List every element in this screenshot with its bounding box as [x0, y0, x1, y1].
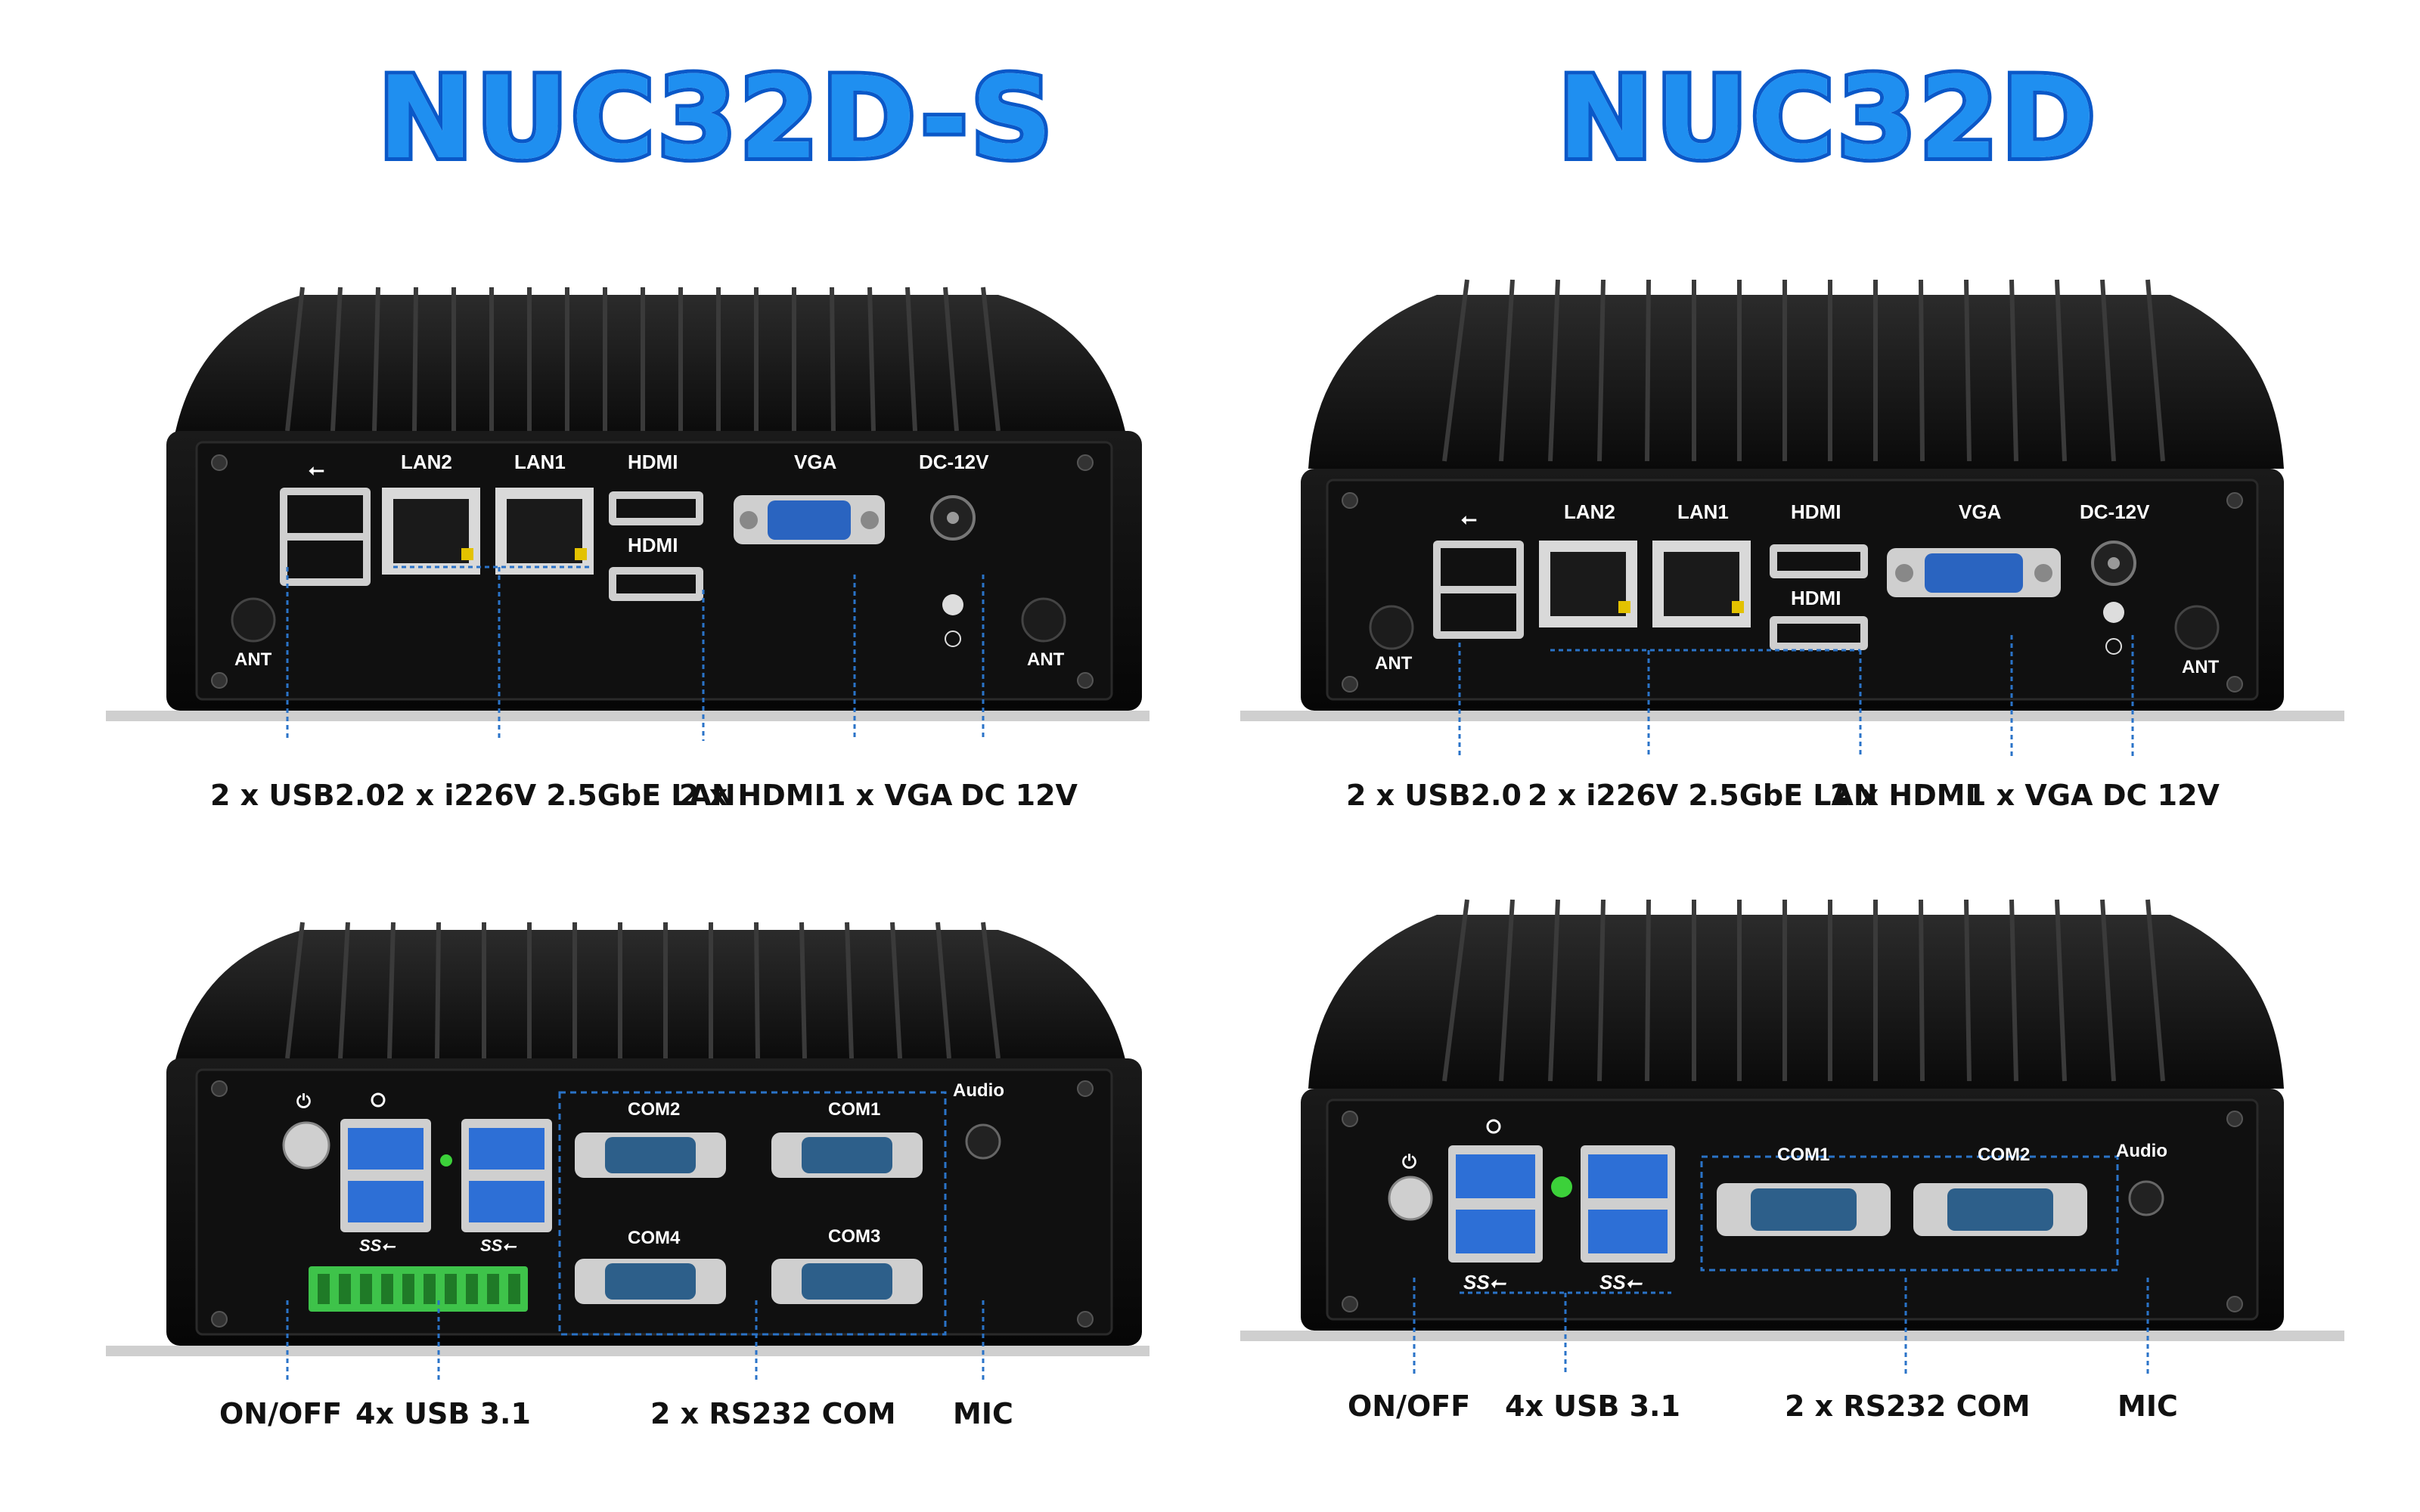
heatsink-fins: [174, 295, 1127, 438]
callout-right-front-onoff: ON/OFF: [1348, 1390, 1471, 1423]
svg-text:COM3: COM3: [828, 1226, 880, 1247]
svg-text:HDMI: HDMI: [1791, 500, 1841, 523]
callout-right-rear-lan: 2 x i226V 2.5GbE LAN: [1528, 779, 1878, 812]
svg-text:Audio: Audio: [2116, 1141, 2167, 1161]
svg-text:LAN1: LAN1: [514, 451, 566, 473]
svg-text:VGA: VGA: [1959, 500, 2002, 523]
svg-text:COM1: COM1: [828, 1099, 880, 1120]
svg-text:DC-12V: DC-12V: [919, 451, 989, 473]
callout-right-front-com: 2 x RS232 COM: [1785, 1390, 2031, 1423]
ant-label-left: ANT: [234, 649, 272, 670]
right-front-callout-lines: [1413, 1278, 2149, 1376]
callout-left-front-com: 2 x RS232 COM: [650, 1397, 896, 1430]
right-rear-device: ANT ANT ⭠ LAN2 LAN1 HDMI HDMI VGA DC-12V: [1240, 279, 2344, 721]
svg-text:Audio: Audio: [953, 1080, 1004, 1101]
svg-text:SS⭠: SS⭠: [1599, 1271, 1643, 1294]
svg-text:HDMI: HDMI: [628, 534, 678, 556]
title-nuc32d: NUC32D: [1554, 49, 2099, 188]
callout-left-rear-usb2: 2 x USB2.0: [210, 779, 386, 812]
svg-text:SS⭠: SS⭠: [359, 1236, 396, 1255]
callout-right-rear-vga: 1 x VGA: [1966, 779, 2093, 812]
callout-left-rear-lan: 2 x i226V 2.5GbE LAN: [386, 779, 736, 812]
callout-right-rear-hdmi: 2 x HDMI: [1830, 779, 1976, 812]
callout-left-rear-dc: DC 12V: [960, 779, 1078, 812]
svg-text:LAN2: LAN2: [1564, 500, 1615, 523]
callout-left-front-onoff: ON/OFF: [219, 1397, 343, 1430]
svg-text:HDMI: HDMI: [628, 451, 678, 473]
callout-right-rear-dc: DC 12V: [2102, 779, 2220, 812]
svg-text:SS⭠: SS⭠: [1463, 1271, 1507, 1294]
right-rear-callout-lines: [1458, 635, 2134, 756]
svg-text:LAN1: LAN1: [1677, 500, 1729, 523]
svg-text:COM1: COM1: [1777, 1145, 1829, 1165]
left-front-callout-lines: [286, 1300, 985, 1383]
svg-text:HDMI: HDMI: [1791, 587, 1841, 609]
svg-text:ANT: ANT: [1375, 653, 1413, 674]
callout-left-front-usb3: 4x USB 3.1: [355, 1397, 531, 1430]
callout-right-rear-usb2: 2 x USB2.0: [1346, 779, 1522, 812]
svg-text:⏻: ⏻: [1402, 1152, 1416, 1173]
callout-left-rear-hdmi: 2 x HDMI: [679, 779, 825, 812]
left-rear-device: ANT ANT ⭠ LAN2 LAN1 HDMI HDMI VGA DC-12V: [106, 287, 1150, 721]
ant-label-right: ANT: [1027, 649, 1065, 670]
left-rear-callout-lines: [286, 565, 985, 741]
svg-text:COM2: COM2: [1978, 1145, 2030, 1165]
svg-text:⭠: ⭠: [1461, 507, 1477, 530]
svg-text:⭠: ⭠: [309, 458, 324, 481]
svg-text:⏻: ⏻: [296, 1092, 311, 1112]
callout-left-rear-vga: 1 x VGA: [826, 779, 953, 812]
title-nuc32d-s: NUC32D-S: [374, 49, 1056, 188]
callout-left-front-mic: MIC: [953, 1397, 1013, 1430]
svg-text:COM2: COM2: [628, 1099, 680, 1120]
svg-text:VGA: VGA: [794, 451, 837, 473]
right-front-device: ⏻ SS⭠ SS⭠ COM1 COM2 Audio: [1240, 899, 2344, 1341]
svg-text:ANT: ANT: [2182, 657, 2220, 677]
left-front-device: ⏻ SS⭠ SS⭠ COM2 COM1 COM4 COM3 Audio: [106, 922, 1150, 1356]
svg-text:LAN2: LAN2: [401, 451, 452, 473]
callout-right-front-usb3: 4x USB 3.1: [1505, 1390, 1680, 1423]
svg-text:SS⭠: SS⭠: [480, 1236, 517, 1255]
callout-right-front-mic: MIC: [2118, 1390, 2178, 1423]
svg-text:COM4: COM4: [628, 1228, 681, 1248]
svg-text:DC-12V: DC-12V: [2080, 500, 2150, 523]
